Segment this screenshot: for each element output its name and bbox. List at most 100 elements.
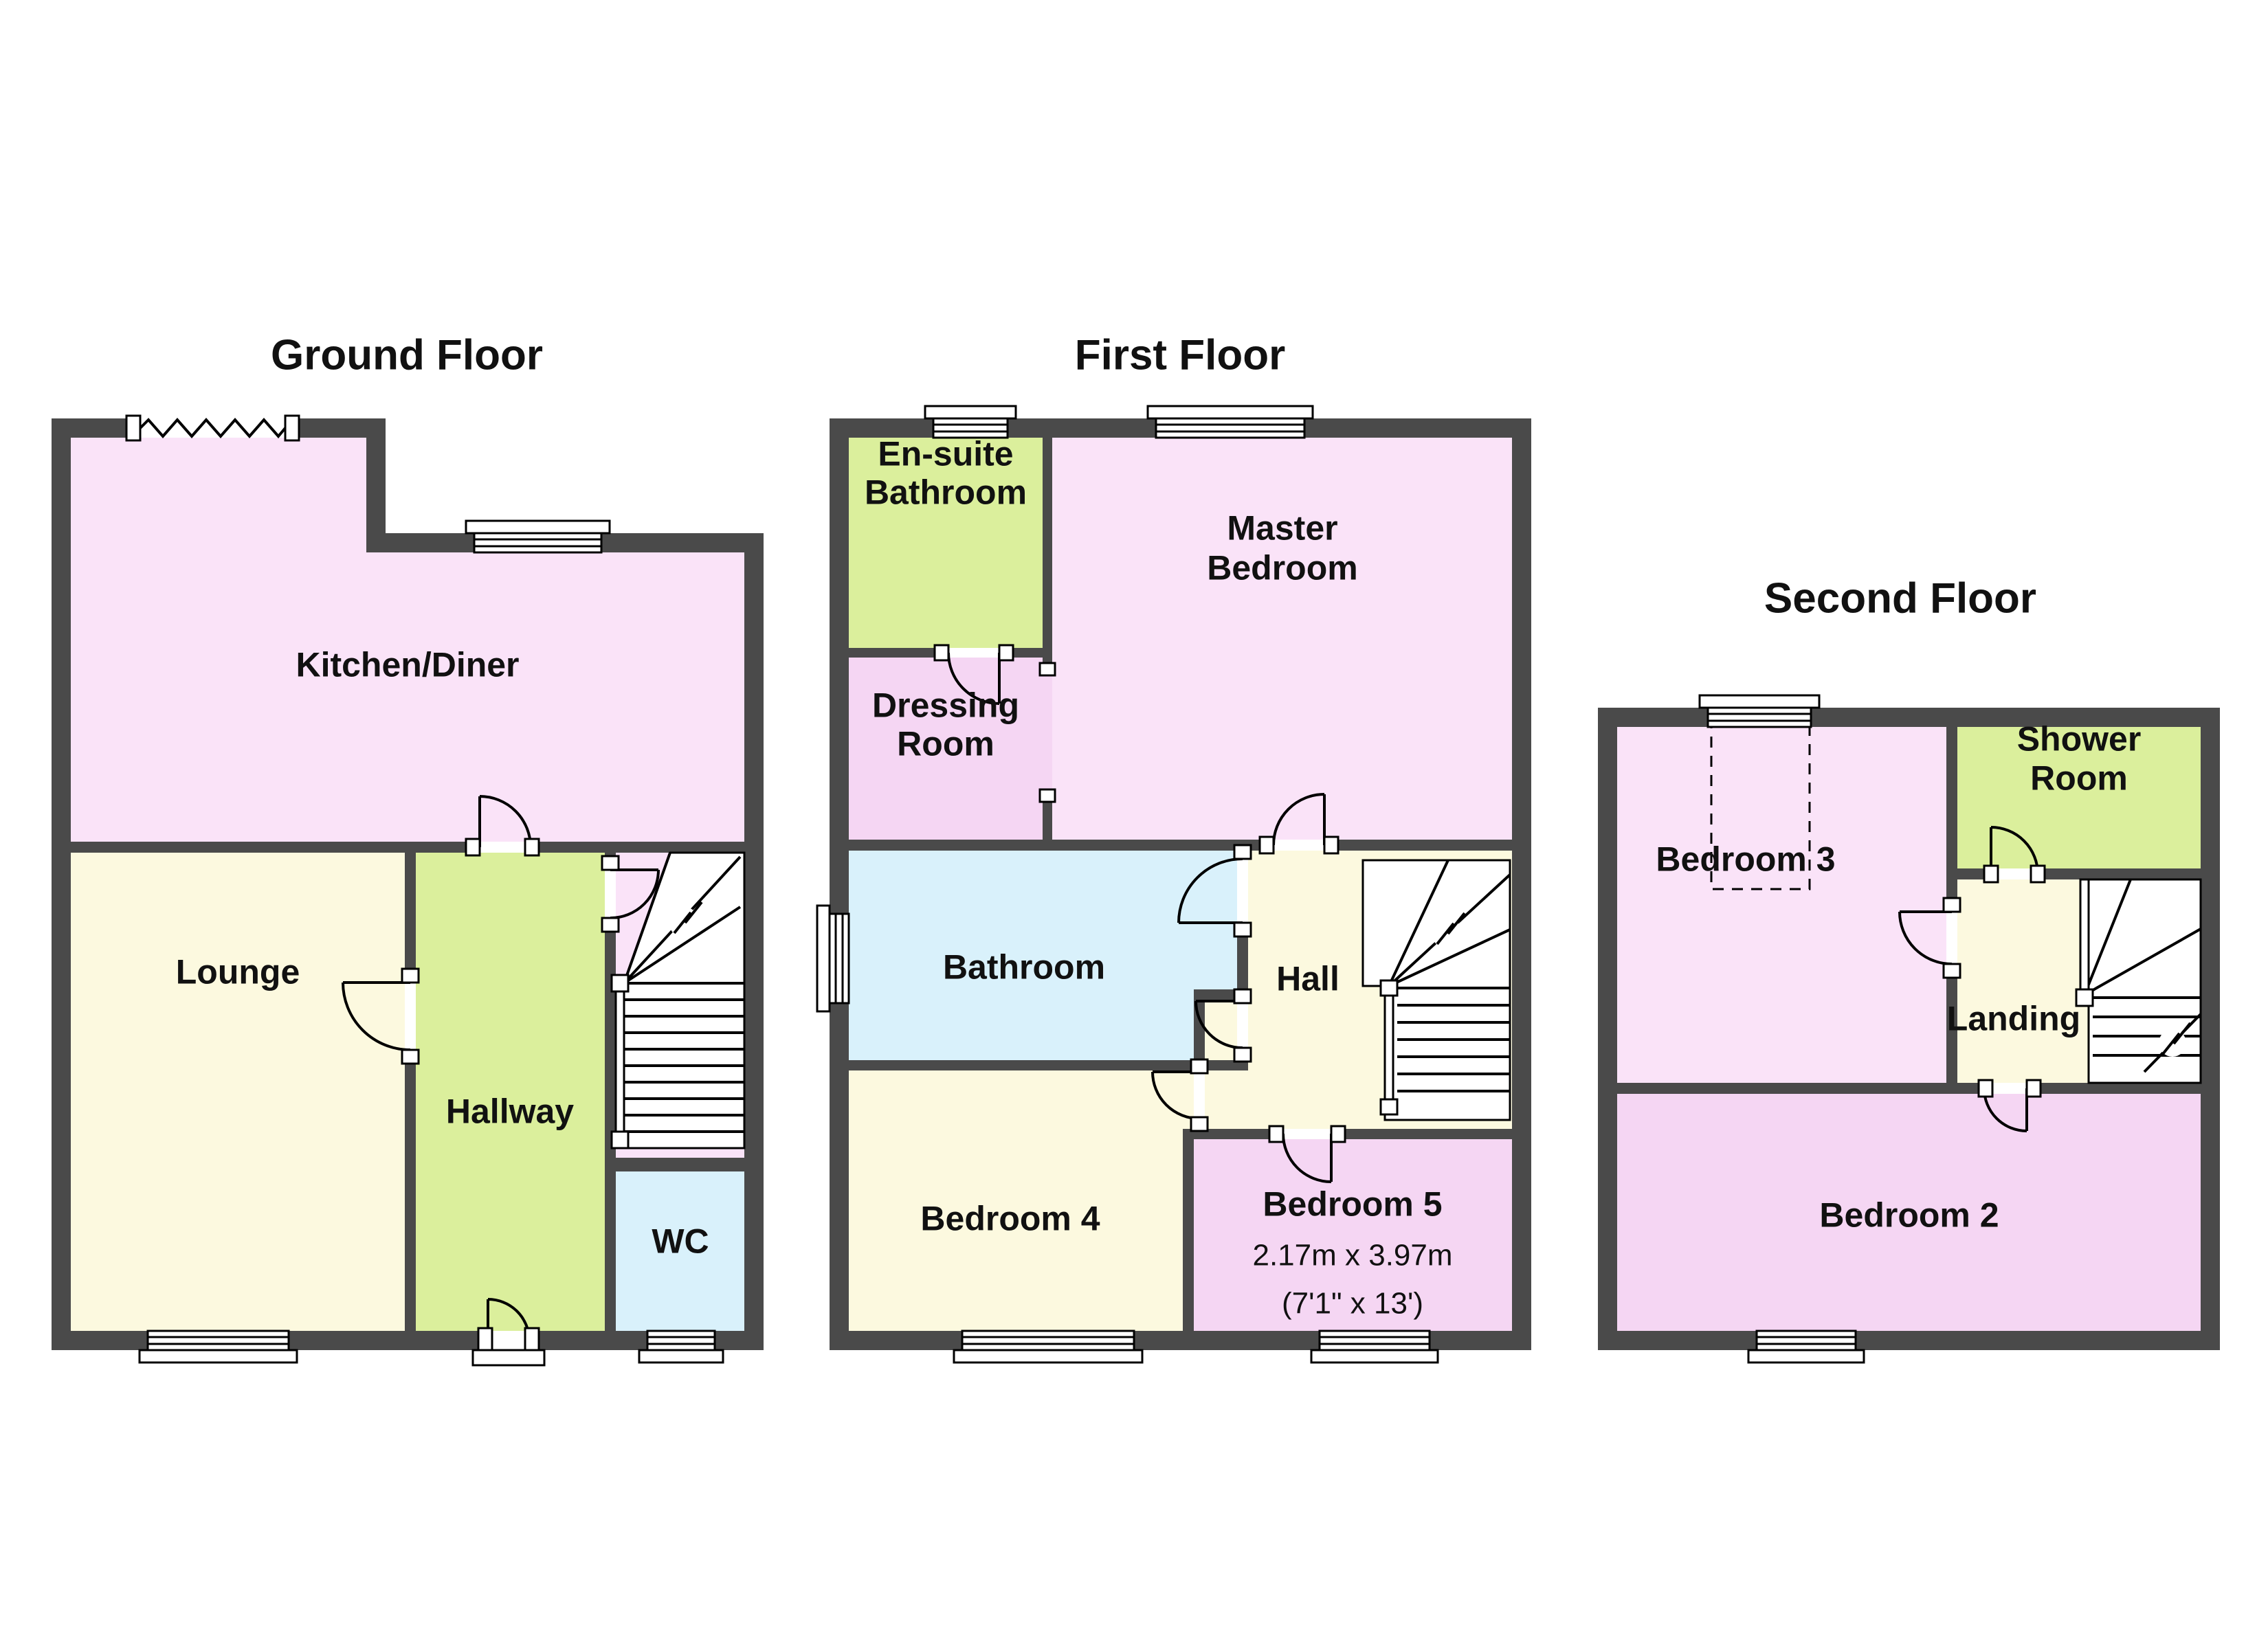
stair-newel-top: [610, 974, 630, 993]
stair-treads: [2093, 996, 2201, 1057]
ground-floor-stairs: [610, 851, 746, 1149]
ground-floor-doors: [342, 795, 660, 1367]
wall-dressing-master-lower: [1043, 794, 1052, 840]
first-floor-stairs: [1361, 859, 1511, 1121]
second-floor-plan: Second Floor: [1598, 575, 2220, 1364]
stair-newel: [2075, 988, 2094, 1007]
stair-break-icon: [673, 901, 703, 934]
wall-master-south: [830, 840, 1531, 851]
second-floor-windows: [1698, 694, 1865, 1364]
cupboard-door-icon: [1194, 988, 1252, 1063]
bedroom2-label: Bedroom 2: [1819, 1196, 1999, 1235]
wc-label: WC: [652, 1222, 709, 1261]
master-bedroom-door-icon: [1258, 793, 1339, 855]
shower-room-door-icon: [1983, 826, 2046, 884]
stair-newel-bottom: [610, 1130, 630, 1149]
front-door-threshold: [471, 1349, 546, 1367]
kitchen-zigzag-opening-icon: [125, 414, 300, 442]
hall-label: Hall: [1276, 960, 1339, 998]
second-floor-title: Second Floor: [1764, 575, 2036, 622]
kitchen-hallway-door-icon: [465, 795, 540, 857]
hallway-label: Hallway: [446, 1092, 574, 1131]
room-ensuite-bathroom: [849, 438, 1043, 648]
bedroom3-label: Bedroom 3: [1656, 840, 1835, 879]
bedroom5-label: Bedroom 5: [1263, 1185, 1442, 1224]
master-label-line2: Bedroom: [1207, 549, 1357, 587]
bedroom3-window-icon: [1698, 694, 1821, 728]
shower-label-line1: Shower: [2017, 720, 2142, 759]
bedroom2-window-icon: [1747, 1330, 1865, 1364]
bedroom4-door-icon: [1151, 1058, 1209, 1132]
ensuite-label-line2: Bathroom: [865, 473, 1027, 512]
wall-kitchen-south: [52, 842, 764, 853]
ensuite-dressing-door-icon: [933, 644, 1014, 705]
first-floor-title: First Floor: [1075, 332, 1286, 379]
kitchen-diner-label: Kitchen/Diner: [296, 646, 519, 684]
stair-banister: [614, 982, 625, 1149]
wall-bedroom4-bedroom5: [1183, 1129, 1194, 1331]
bathroom-label: Bathroom: [943, 948, 1105, 987]
first-floor-plan: First Floor: [816, 332, 1531, 1364]
bedroom2-door-icon: [1977, 1079, 2042, 1132]
dressing-opening-post-top: [1038, 662, 1056, 677]
second-floor-stairs: [2075, 878, 2202, 1084]
ensuite-label-line1: En-suite: [878, 435, 1013, 473]
stair-banister: [2079, 878, 2090, 996]
bathroom-door-icon: [1177, 844, 1252, 938]
room-cupboard: [1205, 1000, 1237, 1060]
lounge-label: Lounge: [176, 953, 300, 991]
dressing-label-line2: Room: [897, 725, 994, 763]
stair-treads: [1397, 987, 1510, 1092]
room-shower-room: [1957, 727, 2201, 868]
stair-break-icon: [2161, 1022, 2192, 1055]
wc-window-icon: [638, 1330, 724, 1364]
stair-banister: [1383, 985, 1394, 1108]
room-bedroom-3: [1617, 727, 1946, 1083]
room-dressing-room: [849, 658, 1043, 840]
stair-break-icon: [1436, 912, 1466, 945]
room-wc: [616, 1171, 744, 1331]
stair-newel-bottom: [1379, 1098, 1399, 1116]
wall-hallway-stairs: [605, 853, 616, 1331]
stair-newel-top: [1379, 979, 1399, 997]
bedroom5-window-icon: [1310, 1330, 1439, 1364]
room-bathroom: [849, 851, 1237, 1060]
wall-bedroom5-north: [1183, 1129, 1512, 1139]
ground-floor-title: Ground Floor: [271, 332, 543, 379]
room-lounge: [71, 853, 405, 1331]
bedroom5-door-icon: [1268, 1125, 1346, 1183]
master-bedroom-window-icon: [1146, 405, 1314, 439]
lounge-hallway-door-icon: [342, 967, 420, 1065]
wall-bathroom-east-b: [1237, 923, 1248, 1000]
room-kitchen-diner: [71, 438, 744, 842]
bedroom5-dimensions-metric: 2.17m x 3.97m: [1252, 1238, 1452, 1272]
second-floor-doors: [1898, 826, 2046, 1132]
wall-ensuite-master-upper: [1043, 438, 1052, 671]
master-label-line1: Master: [1227, 509, 1337, 548]
wall-stairs-wc: [605, 1158, 764, 1171]
bedroom4-window-icon: [953, 1330, 1144, 1364]
stair-treads: [624, 982, 744, 1133]
room-hallway: [416, 853, 605, 1331]
shower-label-line2: Room: [2030, 759, 2128, 798]
room-bedroom-4: [849, 1070, 1194, 1331]
room-bedroom-5: [1194, 1139, 1512, 1331]
wall-bathroom-south: [849, 1060, 1248, 1070]
first-floor-windows: [816, 405, 1439, 1364]
wall-bedroom2-north: [1598, 1083, 2220, 1094]
wall-lounge-hallway: [405, 853, 416, 1331]
room-master-bedroom: [1052, 438, 1512, 840]
bedroom3-door-icon: [1898, 897, 1961, 979]
bedroom5-dimensions-imperial: (7'1" x 13'): [1282, 1286, 1423, 1320]
ground-floor-plan: Ground Floor: [52, 332, 764, 1367]
ensuite-window-icon: [924, 405, 1017, 439]
first-floor-doors: [933, 644, 1346, 1183]
stair-outline: [1361, 859, 1511, 1121]
dressing-opening-post-bottom: [1038, 788, 1056, 803]
lounge-window-icon: [138, 1330, 298, 1364]
bedroom4-label: Bedroom 4: [920, 1200, 1100, 1238]
ground-floor-windows: [125, 414, 724, 1364]
bathroom-window-icon: [816, 904, 850, 1013]
kitchen-window-icon: [465, 519, 611, 554]
